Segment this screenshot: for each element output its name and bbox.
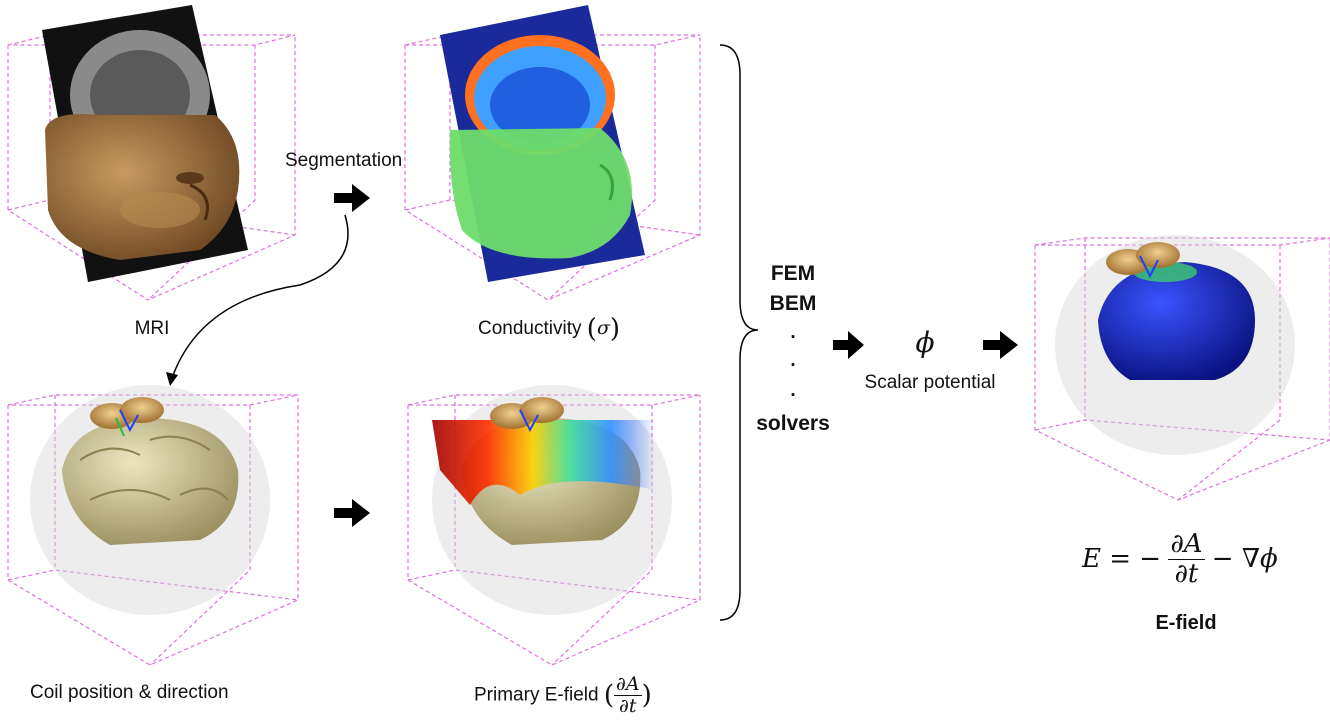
mri-label: MRI [134, 318, 170, 339]
arrow-right-icon [334, 499, 370, 527]
fem-label: FEM [770, 262, 816, 285]
curved-arrow-icon [171, 214, 349, 379]
efield-equation: E = − ∂A∂t − ∇ϕ [1082, 529, 1278, 589]
dot-1: . [790, 322, 796, 343]
arrow-right-icon [833, 331, 864, 359]
efield-box-lines [1034, 237, 1330, 501]
sigma-symbol: σ [596, 317, 610, 340]
primary-label: Primary E-field (∂A∂t) [474, 673, 652, 717]
conductivity-box-lines [404, 34, 701, 301]
segmentation-label: Segmentation [285, 150, 403, 171]
coil-label: Coil position & direction [30, 682, 229, 703]
coil-brain [62, 418, 239, 545]
primary-panel [407, 385, 701, 666]
dot-3: . [790, 380, 796, 401]
efield-panel [1034, 235, 1330, 501]
arrows [334, 184, 1018, 527]
arrow-right-icon [983, 331, 1018, 359]
bem-label: BEM [769, 292, 817, 315]
primary-fraction: ∂A∂t [614, 673, 642, 717]
brace-icon [719, 44, 759, 621]
efield-label: E-field [1155, 612, 1217, 634]
primary-efield-heatmap [432, 420, 655, 505]
solvers-label: solvers [756, 412, 830, 435]
conductivity-head [449, 128, 632, 259]
conductivity-panel [404, 5, 701, 301]
coil-right-ring [120, 397, 164, 423]
coil-box-lines [7, 394, 299, 666]
equation-fraction: ∂A∂t [1168, 529, 1205, 589]
arrow-right-icon [334, 184, 370, 212]
efield-brain [1098, 262, 1255, 380]
conductivity-label: Conductivity (σ) [478, 314, 621, 344]
coil-panel [7, 385, 299, 666]
phi-symbol: ϕ [915, 326, 935, 359]
mri-panel [7, 5, 296, 301]
dot-2: . [790, 350, 796, 371]
mri-head [45, 114, 240, 260]
scalar-potential-label: Scalar potential [864, 372, 996, 393]
